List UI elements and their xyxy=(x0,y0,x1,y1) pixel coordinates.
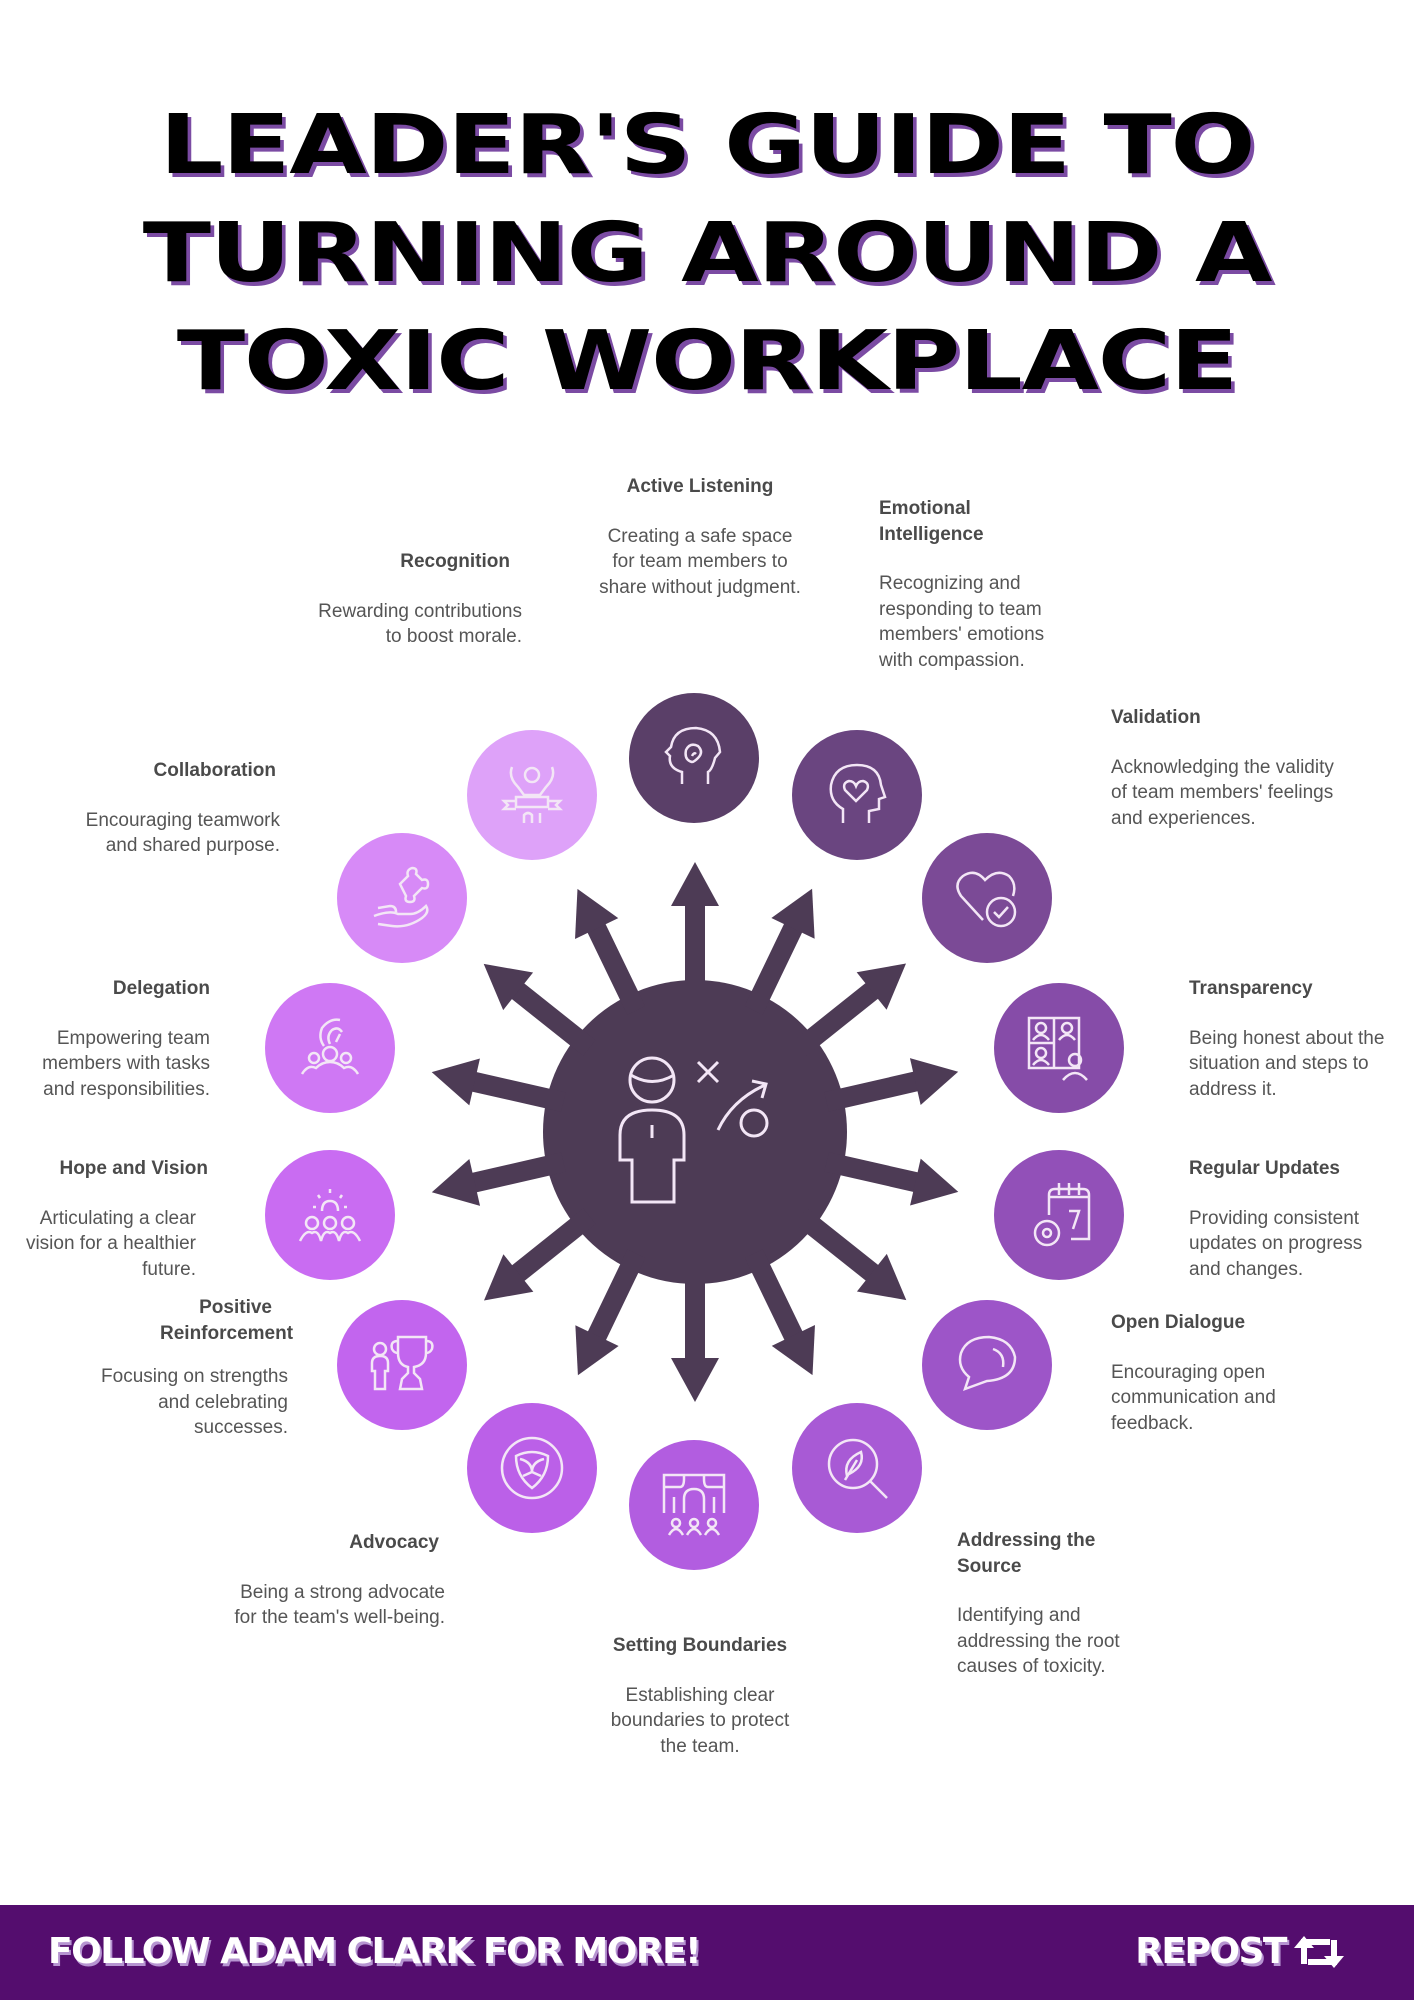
label-advocacy: Advocacy Being a strong advocate for the… xyxy=(215,1530,445,1631)
node-title: Collaboration xyxy=(153,760,276,781)
shield-icon xyxy=(500,1436,564,1500)
winner-ribbon-icon xyxy=(500,766,564,823)
node-emotional-intelligence xyxy=(792,730,922,860)
hand-puzzle-icon xyxy=(373,866,430,928)
node-description: Acknowledging the validity of team membe… xyxy=(1111,756,1334,829)
label-open-dialogue: Open Dialogue Encouraging open communica… xyxy=(1111,1310,1321,1436)
hand-team-icon xyxy=(300,1018,360,1075)
title-line-3: TOXIC WORKPLACE xyxy=(176,314,1238,409)
node-title: Transparency xyxy=(1189,978,1313,999)
label-positive-reinforcement: Positive Reinforcement Focusing on stren… xyxy=(60,1295,294,1441)
node-description: Being honest about the situation and ste… xyxy=(1189,1027,1385,1100)
node-addressing-the-source xyxy=(792,1403,922,1533)
repost-icon xyxy=(1294,1935,1344,1968)
node-title: Recognition xyxy=(400,551,510,572)
node-validation xyxy=(922,833,1052,963)
label-addressing-the-source: Addressing the Source Identifying and ad… xyxy=(957,1528,1157,1680)
node-description: Creating a safe space for team members t… xyxy=(599,525,801,598)
label-transparency: Transparency Being honest about the situ… xyxy=(1189,976,1414,1102)
node-collaboration xyxy=(337,833,467,963)
node-hope-and-vision xyxy=(265,1150,395,1280)
node-advocacy xyxy=(467,1403,597,1533)
label-hope-and-vision: Hope and Vision Articulating a clear vis… xyxy=(0,1156,208,1282)
repost-cta[interactable]: REPOST xyxy=(1135,1931,1344,1972)
node-transparency xyxy=(994,983,1124,1113)
label-active-listening: Active Listening Creating a safe space f… xyxy=(580,474,820,600)
head-heart-icon xyxy=(829,763,887,823)
node-description: Encouraging teamwork and shared purpose. xyxy=(85,809,280,857)
node-title: Regular Updates xyxy=(1189,1158,1340,1179)
sunrise-team-icon xyxy=(298,1189,362,1242)
follow-cta[interactable]: FOLLOW ADAM CLARK FOR MORE! xyxy=(48,1931,702,1972)
node-delegation xyxy=(265,983,395,1113)
node-active-listening xyxy=(629,693,759,823)
label-collaboration: Collaboration Encouraging teamwork and s… xyxy=(50,758,280,859)
node-title: Setting Boundaries xyxy=(612,1635,788,1656)
calendar-gear-icon xyxy=(1033,1183,1091,1247)
node-description: Empowering team members with tasks and r… xyxy=(42,1027,210,1100)
node-description: Encouraging open communication and feedb… xyxy=(1111,1361,1276,1434)
title-line-2: TURNING AROUND A xyxy=(142,206,1273,301)
node-description: Providing consistent updates on progress… xyxy=(1189,1207,1363,1280)
node-title: Addressing the Source xyxy=(957,1530,1096,1577)
label-setting-boundaries: Setting Boundaries Establishing clear bo… xyxy=(580,1633,820,1759)
label-emotional-intelligence: Emotional Intelligence Recognizing and r… xyxy=(879,496,1079,673)
node-description: Rewarding contributions to boost morale. xyxy=(318,600,522,648)
node-title: Hope and Vision xyxy=(59,1158,208,1179)
repost-label: REPOST xyxy=(1135,1931,1287,1972)
node-title: Emotional Intelligence xyxy=(879,498,984,545)
video-call-icon xyxy=(1027,1016,1088,1081)
node-title: Advocacy xyxy=(349,1532,439,1553)
node-title: Validation xyxy=(1111,707,1201,728)
node-description: Establishing clear boundaries to protect… xyxy=(610,1684,790,1757)
heart-check-icon xyxy=(956,871,1017,928)
node-description: Identifying and addressing the root caus… xyxy=(957,1605,1120,1677)
node-regular-updates xyxy=(994,1150,1124,1280)
title-line-1: LEADER'S GUIDE TO xyxy=(159,98,1256,193)
person-trophy-icon xyxy=(370,1335,434,1391)
speech-bubble-icon xyxy=(958,1335,1017,1392)
node-title: Active Listening xyxy=(626,476,774,497)
boundaries-team-icon xyxy=(662,1473,726,1536)
head-ear-icon xyxy=(664,726,722,784)
node-description: Focusing on strengths and celebrating su… xyxy=(101,1366,288,1438)
label-validation: Validation Acknowledging the validity of… xyxy=(1111,705,1341,831)
node-title: Delegation xyxy=(112,978,210,999)
leader-strategy-icon xyxy=(618,1056,769,1204)
node-positive-reinforcement xyxy=(337,1300,467,1430)
node-open-dialogue xyxy=(922,1300,1052,1430)
label-recognition: Recognition Rewarding contributions to b… xyxy=(300,549,522,650)
radiating-arrows-icon xyxy=(431,862,959,1402)
label-regular-updates: Regular Updates Providing consistent upd… xyxy=(1189,1156,1399,1282)
node-description: Recognizing and responding to team membe… xyxy=(879,573,1045,671)
label-delegation: Delegation Empowering team members with … xyxy=(0,976,210,1102)
footer-banner: FOLLOW ADAM CLARK FOR MORE! REPOST xyxy=(0,1905,1414,2000)
magnifier-leaf-icon xyxy=(827,1438,888,1499)
hub-circle xyxy=(543,980,847,1284)
node-title: Open Dialogue xyxy=(1111,1312,1246,1333)
page-title: LEADER'S GUIDE TO TURNING AROUND A TOXIC… xyxy=(0,92,1414,416)
node-recognition xyxy=(467,730,597,860)
node-setting-boundaries xyxy=(629,1440,759,1570)
node-description: Articulating a clear vision for a health… xyxy=(25,1207,196,1280)
node-description: Being a strong advocate for the team's w… xyxy=(234,1581,445,1629)
node-title: Positive Reinforcement xyxy=(160,1297,294,1344)
